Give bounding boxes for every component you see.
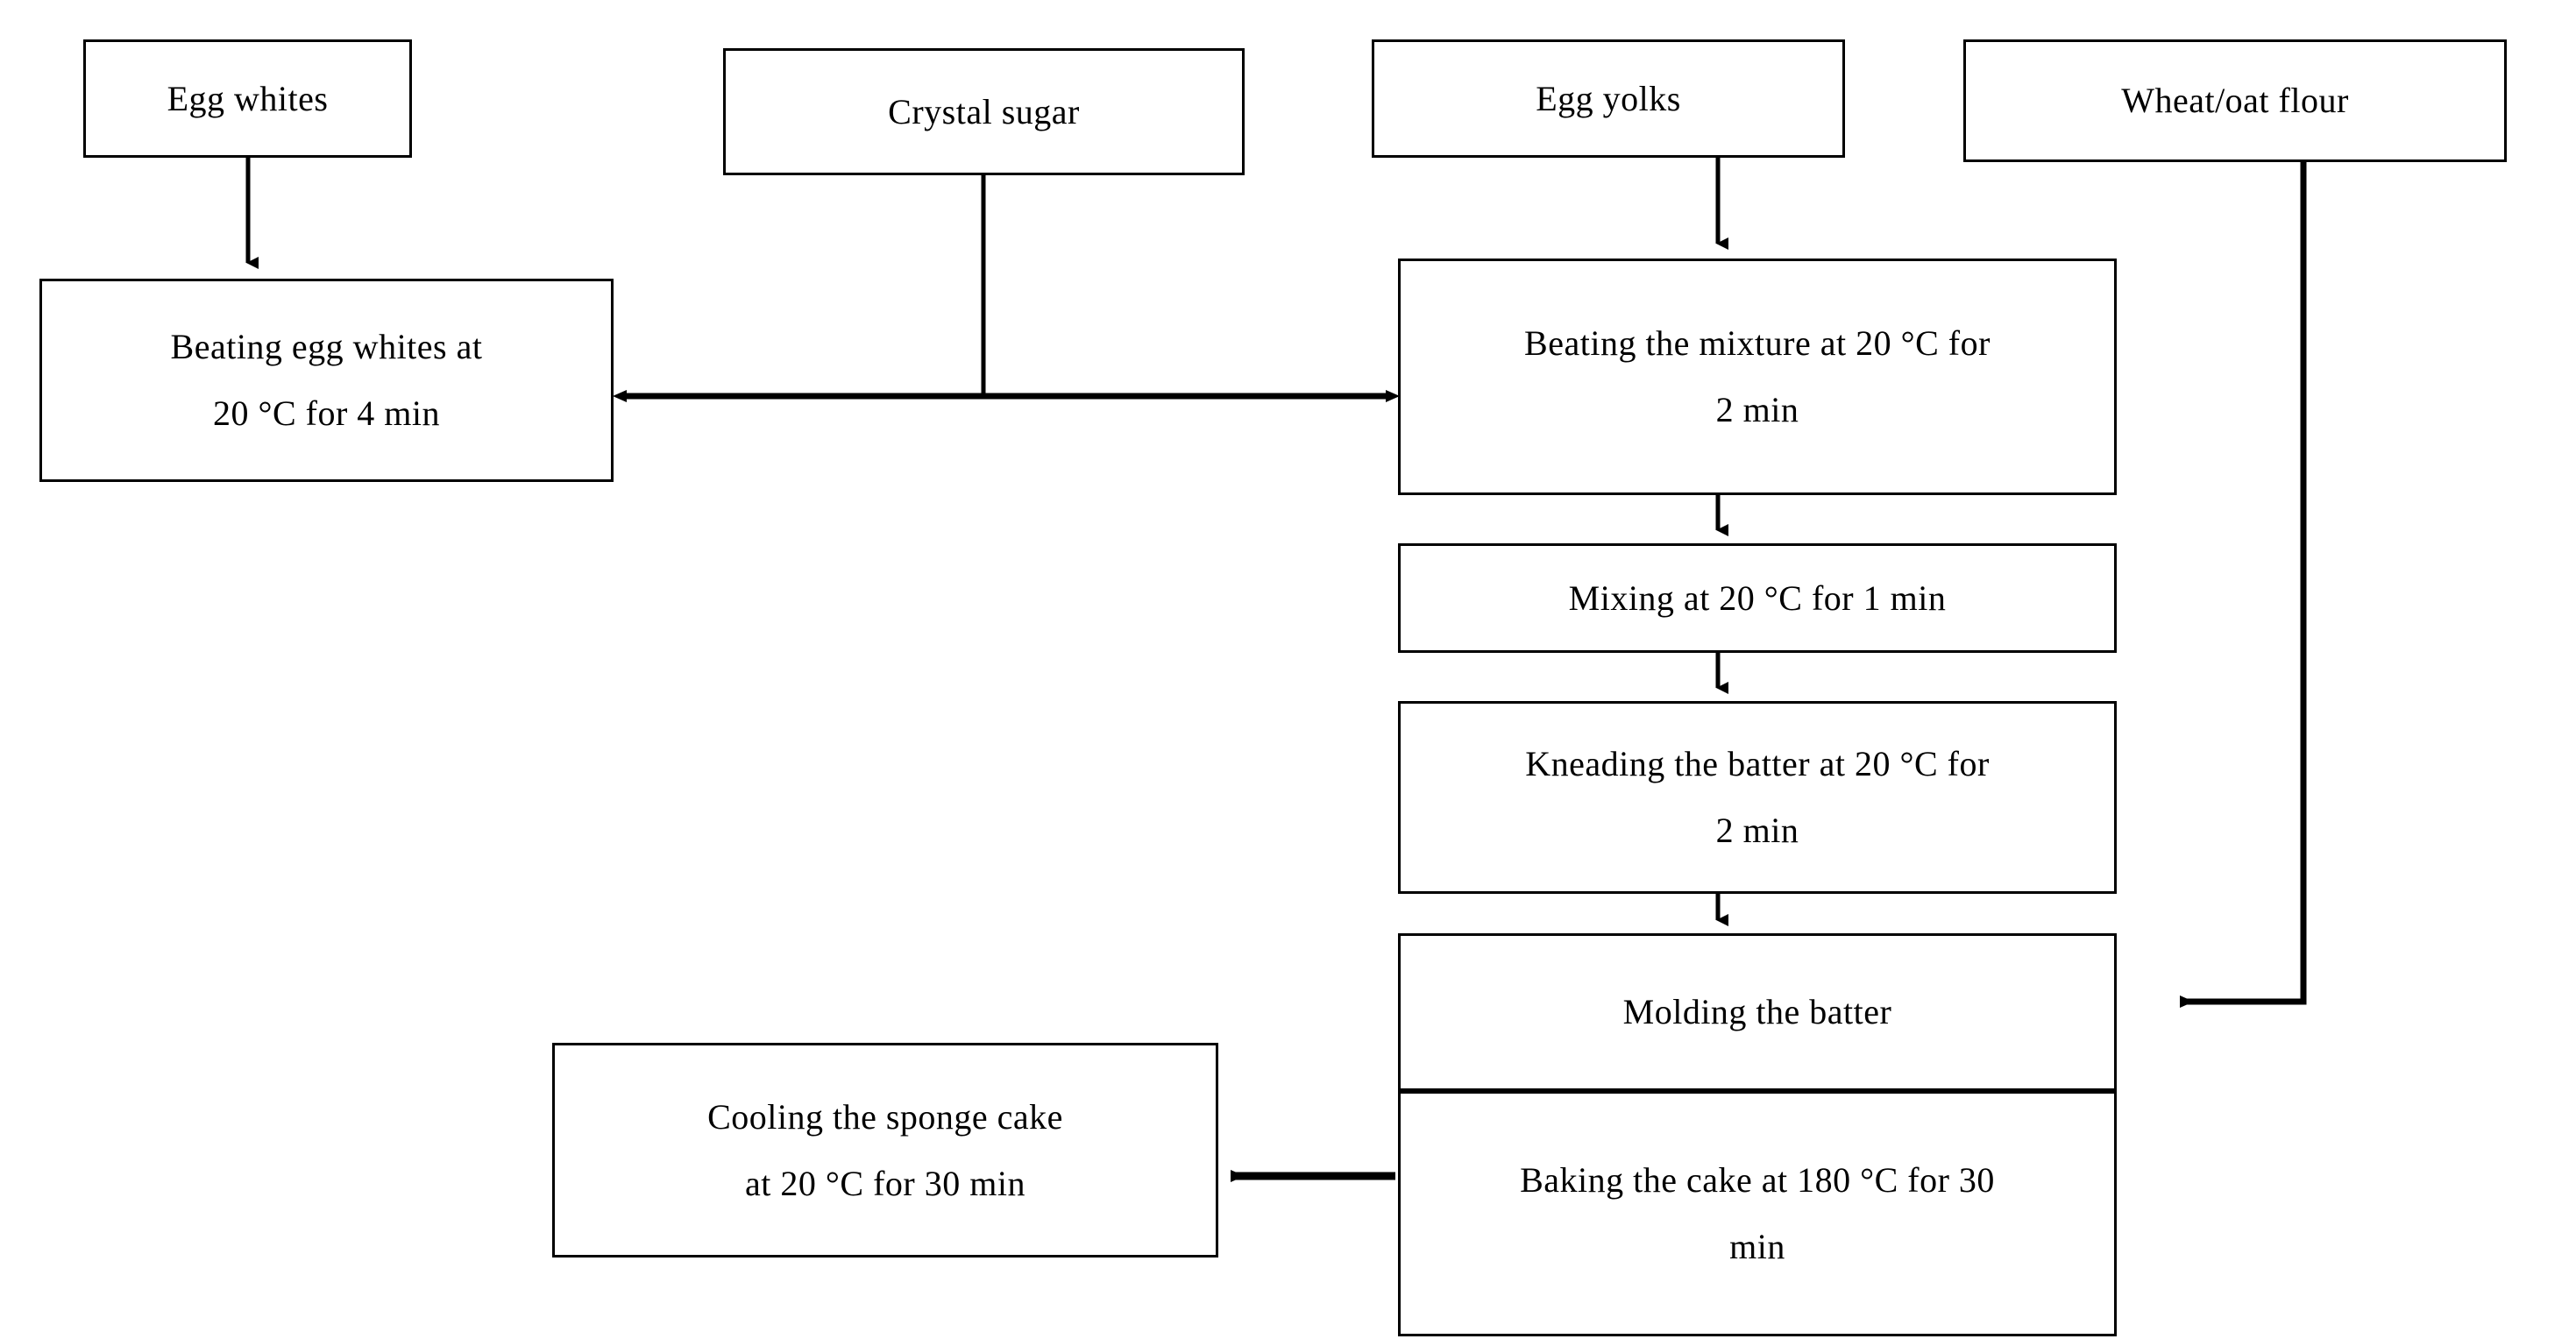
node-beating-egg-whites[interactable]: Beating egg whites at 20 °C for 4 min <box>39 279 614 482</box>
node-egg-yolks-label: Egg yolks <box>1536 78 1681 118</box>
node-molding-the-batter-label: Molding the batter <box>1622 992 1892 1031</box>
node-baking-the-cake-line2: min <box>1729 1227 1785 1266</box>
node-baking-the-cake[interactable]: Baking the cake at 180 °C for 30 min <box>1398 1091 2117 1336</box>
node-beating-egg-whites-line1: Beating egg whites at <box>170 327 483 366</box>
node-beating-the-mixture-line2: 2 min <box>1715 390 1799 429</box>
node-kneading-the-batter-line1: Kneading the batter at 20 °C for <box>1525 744 1990 783</box>
node-cooling-the-sponge-cake-line1: Cooling the sponge cake <box>707 1096 1063 1137</box>
node-mixing[interactable]: Mixing at 20 °C for 1 min <box>1398 543 2117 653</box>
node-beating-the-mixture[interactable]: Beating the mixture at 20 °C for 2 min <box>1398 259 2117 495</box>
edge-flour-to-molding <box>2180 162 2307 1008</box>
node-egg-yolks[interactable]: Egg yolks <box>1372 39 1845 158</box>
node-beating-the-mixture-line1: Beating the mixture at 20 °C for <box>1524 323 1991 363</box>
node-cooling-the-sponge-cake-line2: at 20 °C for 30 min <box>745 1163 1025 1203</box>
node-baking-the-cake-line1: Baking the cake at 180 °C for 30 <box>1520 1160 1995 1200</box>
node-beating-egg-whites-line2: 20 °C for 4 min <box>212 393 441 433</box>
node-cooling-the-sponge-cake[interactable]: Cooling the sponge cake at 20 °C for 30 … <box>552 1043 1218 1258</box>
node-wheat-oat-flour-label: Wheat/oat flour <box>2121 81 2349 120</box>
node-mixing-label: Mixing at 20 °C for 1 min <box>1568 577 1947 618</box>
node-molding-the-batter[interactable]: Molding the batter <box>1398 933 2117 1091</box>
node-kneading-the-batter[interactable]: Kneading the batter at 20 °C for 2 min <box>1398 701 2117 894</box>
node-kneading-the-batter-line2: 2 min <box>1715 811 1799 850</box>
node-crystal-sugar[interactable]: Crystal sugar <box>723 48 1245 175</box>
node-egg-whites[interactable]: Egg whites <box>83 39 412 158</box>
node-crystal-sugar-label: Crystal sugar <box>888 91 1080 131</box>
node-egg-whites-label: Egg whites <box>167 78 329 118</box>
node-wheat-oat-flour[interactable]: Wheat/oat flour <box>1963 39 2507 162</box>
